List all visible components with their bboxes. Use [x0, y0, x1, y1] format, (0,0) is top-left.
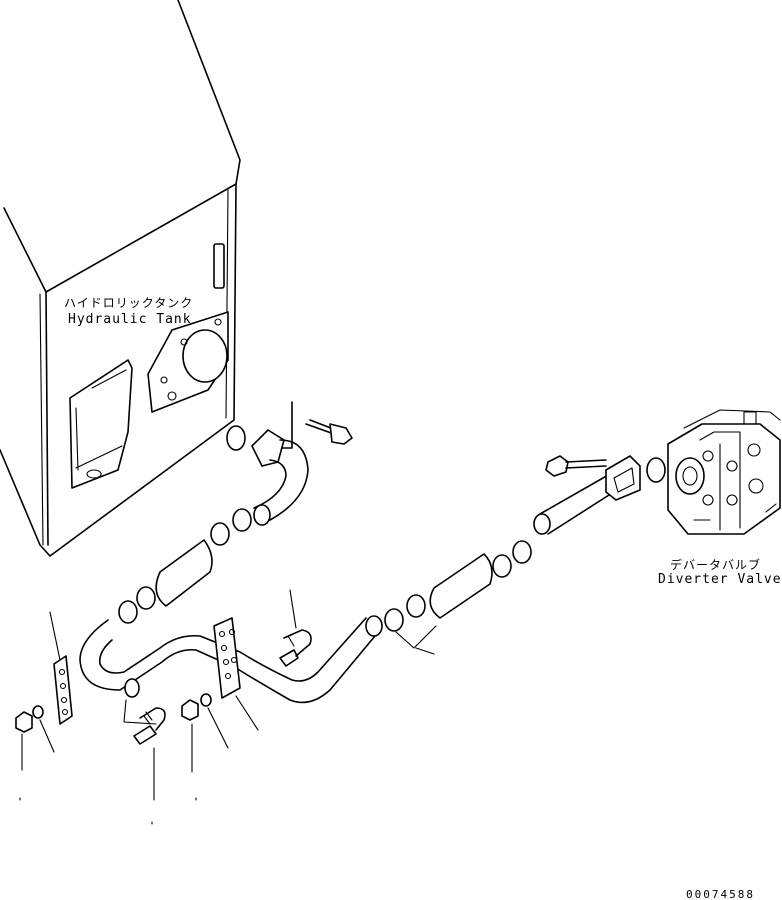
bolt-valve	[545, 455, 607, 477]
hose	[429, 553, 493, 619]
hydraulic-tank-label-jp: ハイドロリックタンク	[64, 296, 194, 310]
nut	[181, 699, 199, 721]
bracket-plate	[53, 655, 73, 725]
tank-elbow-pipe	[251, 429, 309, 526]
hydraulic-tank	[0, 0, 241, 557]
clamp	[512, 540, 532, 564]
o-ring-valve	[646, 457, 666, 483]
main-pipe	[79, 615, 383, 704]
u-bolt-right	[279, 589, 312, 667]
nut	[15, 711, 33, 733]
clamp	[118, 600, 138, 624]
hose	[155, 539, 213, 607]
level-gauge	[213, 243, 225, 289]
tank-opening	[69, 359, 133, 489]
clamp	[406, 594, 426, 618]
washer	[32, 705, 44, 719]
diverter-valve-label-jp: デバータバルブ	[670, 558, 762, 572]
diverter-valve	[667, 409, 781, 535]
left-bracket-hardware	[15, 611, 157, 771]
u-bolt-left	[133, 707, 166, 801]
lower-hose-assembly	[384, 540, 532, 655]
diverter-valve-label: Diverter Valve	[658, 572, 782, 587]
middle-bracket-hardware	[181, 617, 259, 773]
washer	[200, 693, 212, 707]
clamp	[384, 608, 404, 632]
clamp	[210, 522, 230, 546]
drawing-number: 00074588	[686, 888, 755, 900]
o-ring-tank	[226, 425, 246, 451]
hydraulic-tank-label: Hydraulic Tank	[68, 312, 192, 327]
bracket-plate	[213, 617, 241, 699]
clamp	[136, 586, 156, 610]
clamp	[492, 554, 512, 578]
upper-hose-assembly	[118, 508, 252, 624]
valve-elbow-pipe	[533, 455, 641, 535]
clamp	[232, 508, 252, 532]
